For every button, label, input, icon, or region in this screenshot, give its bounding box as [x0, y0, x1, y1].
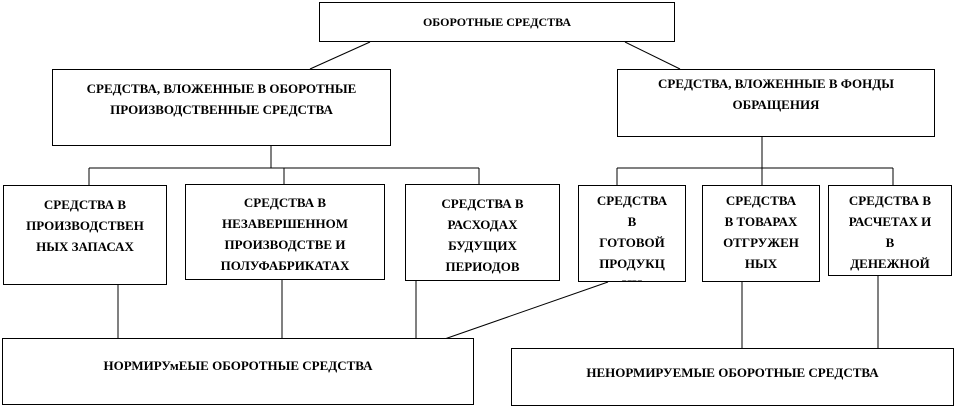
inventories-label: СРЕДСТВА В ПРОИЗВОДСТВЕН НЫХ ЗАПАСАХ: [26, 197, 144, 254]
non-normalized-label: НЕНОРМИРУЕМЫЕ ОБОРОТНЫЕ СРЕДСТВА: [586, 365, 879, 380]
circulation-funds-box: СРЕДСТВА, ВЛОЖЕННЫЕ В ФОНДЫ ОБРАЩЕНИЯ: [617, 69, 935, 137]
production-assets-box: СРЕДСТВА, ВЛОЖЕННЫЕ В ОБОРОТНЫЕ ПРОИЗВОД…: [52, 69, 391, 146]
work-in-progress-box: СРЕДСТВА В НЕЗАВЕРШЕННОМ ПРОИЗВОДСТВЕ И …: [185, 184, 385, 280]
circulation-funds-label: СРЕДСТВА, ВЛОЖЕННЫЕ В ФОНДЫ ОБРАЩЕНИЯ: [657, 76, 894, 112]
root-working-capital-box: ОБОРОТНЫЕ СРЕДСТВА: [319, 2, 675, 42]
normalized-working-capital-box: НОРМИРУмЕЫЕ ОБОРОТНЫЕ СРЕДСТВА: [2, 338, 474, 405]
root-label: ОБОРОТНЫЕ СРЕДСТВА: [422, 14, 572, 29]
goods-shipped-label: СРЕДСТВА В ТОВАРАХ ОТГРУЖЕН НЫХ: [723, 193, 799, 271]
settlements-cash-label: СРЕДСТВА В РАСЧЕТАХ И В ДЕНЕЖНОЙ ФОРМЕ: [848, 193, 932, 271]
non-normalized-working-capital-box: НЕНОРМИРУЕМЫЕ ОБОРОТНЫЕ СРЕДСТВА: [511, 348, 954, 406]
finished-goods-box: СРЕДСТВА В ГОТОВОЙ ПРОДУКЦ ИИ: [578, 185, 686, 282]
normalized-label: НОРМИРУмЕЫЕ ОБОРОТНЫЕ СРЕДСТВА: [103, 358, 373, 373]
connector-finished-to-normalized: [435, 281, 609, 343]
connector-root-to-production: [309, 41, 371, 70]
goods-shipped-box: СРЕДСТВА В ТОВАРАХ ОТГРУЖЕН НЫХ: [702, 185, 820, 282]
deferred-expenses-label: СРЕДСТВА В РАСХОДАХ БУДУЩИХ ПЕРИОДОВ: [441, 196, 524, 274]
finished-goods-label: СРЕДСТВА В ГОТОВОЙ ПРОДУКЦ ИИ: [596, 193, 668, 281]
settlements-cash-box: СРЕДСТВА В РАСЧЕТАХ И В ДЕНЕЖНОЙ ФОРМЕ: [828, 185, 952, 276]
production-assets-label: СРЕДСТВА, ВЛОЖЕННЫЕ В ОБОРОТНЫЕ ПРОИЗВОД…: [86, 81, 357, 117]
inventories-box: СРЕДСТВА В ПРОИЗВОДСТВЕН НЫХ ЗАПАСАХ: [3, 185, 167, 285]
connector-root-to-circulation: [624, 41, 681, 70]
deferred-expenses-box: СРЕДСТВА В РАСХОДАХ БУДУЩИХ ПЕРИОДОВ: [405, 184, 560, 281]
work-in-progress-label: СРЕДСТВА В НЕЗАВЕРШЕННОМ ПРОИЗВОДСТВЕ И …: [220, 195, 350, 273]
